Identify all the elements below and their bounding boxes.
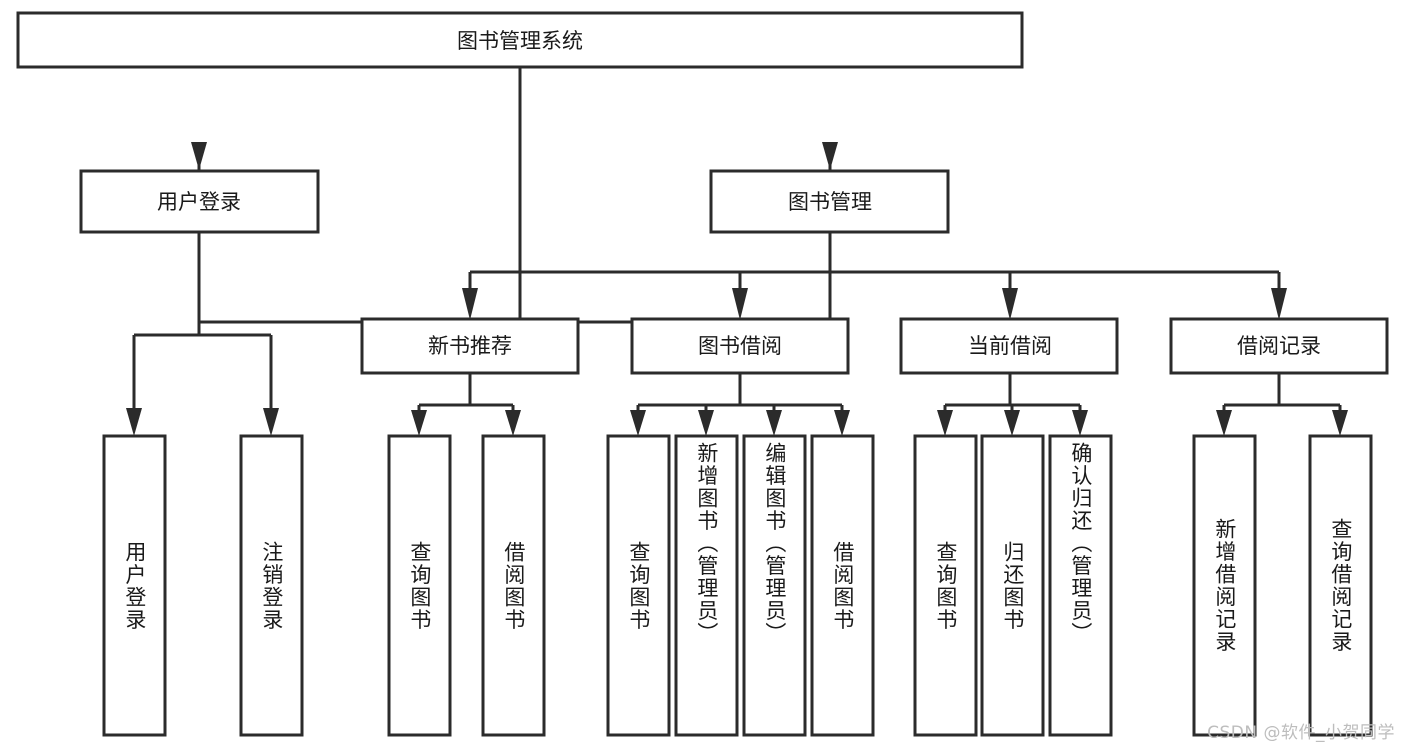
arrow-current-c1	[937, 410, 953, 436]
leaf-box-borrow-record-2[interactable]	[1308, 434, 1373, 737]
node-new-book-box[interactable]	[360, 317, 580, 375]
arrow-borrow-c2	[698, 410, 714, 436]
arrow-record-c2	[1332, 410, 1348, 436]
arrow-current-c2	[1004, 410, 1020, 436]
node-current-borrow-box[interactable]	[899, 317, 1119, 375]
node-book-borrow-label: 图书借阅	[698, 334, 782, 358]
arrow-bookmgmt-c2	[732, 288, 748, 320]
arrow-newbook-c2	[505, 410, 521, 436]
leaf-box-book-borrow-1[interactable]	[606, 434, 671, 737]
node-borrow-record-label: 借阅记录	[1237, 334, 1321, 358]
leaf-box-new-book-2[interactable]	[481, 434, 546, 737]
leaf-box-current-borrow-3[interactable]	[1048, 434, 1113, 737]
arrow-userlogin-c1	[126, 408, 142, 436]
leaf-box-current-borrow-1[interactable]	[913, 434, 978, 737]
node-root-label: 图书管理系统	[457, 29, 583, 53]
arrow-current-c3	[1072, 410, 1088, 436]
arrow-borrow-c3	[766, 410, 782, 436]
leaf-box-borrow-record-1[interactable]	[1192, 434, 1257, 737]
arrow-bookmgmt-c1	[462, 288, 478, 320]
node-root-box[interactable]	[16, 11, 1024, 69]
leaf-box-user-login-2[interactable]	[239, 434, 304, 737]
arrow-bookmgmt-c3	[1002, 288, 1018, 320]
arrow-borrow-c1	[630, 410, 646, 436]
leaf-box-current-borrow-2[interactable]	[980, 434, 1045, 737]
arrow-root-to-user-login	[191, 142, 207, 170]
node-user-login-label: 用户登录	[157, 190, 241, 214]
arrow-borrow-c4	[834, 410, 850, 436]
leaf-box-book-borrow-4[interactable]	[810, 434, 875, 737]
leaf-box-user-login-1[interactable]	[102, 434, 167, 737]
arrow-root-to-book-mgmt	[822, 142, 838, 170]
node-book-mgmt-label: 图书管理	[788, 190, 872, 214]
node-new-book-label: 新书推荐	[428, 334, 512, 358]
csdn-watermark: CSDN @软件_小贺同学	[1207, 723, 1395, 743]
arrow-bookmgmt-c4	[1271, 288, 1287, 320]
arrow-userlogin-c2	[263, 408, 279, 436]
node-borrow-record-box[interactable]	[1169, 317, 1389, 375]
node-book-mgmt-box[interactable]	[709, 169, 950, 234]
arrow-record-c1	[1216, 410, 1232, 436]
leaf-box-new-book-1[interactable]	[387, 434, 452, 737]
node-current-borrow-label: 当前借阅	[968, 334, 1052, 358]
node-book-borrow-box[interactable]	[630, 317, 850, 375]
edges-group	[126, 67, 1348, 436]
leaf-box-book-borrow-2[interactable]	[674, 434, 739, 737]
arrow-newbook-c1	[411, 410, 427, 436]
node-user-login-box[interactable]	[79, 169, 320, 234]
nodes-group: 图书管理系统 用户登录 图书管理 新书推荐 图书借阅 当前借阅 借阅记录	[16, 11, 1389, 737]
leaf-box-book-borrow-3[interactable]	[742, 434, 807, 737]
